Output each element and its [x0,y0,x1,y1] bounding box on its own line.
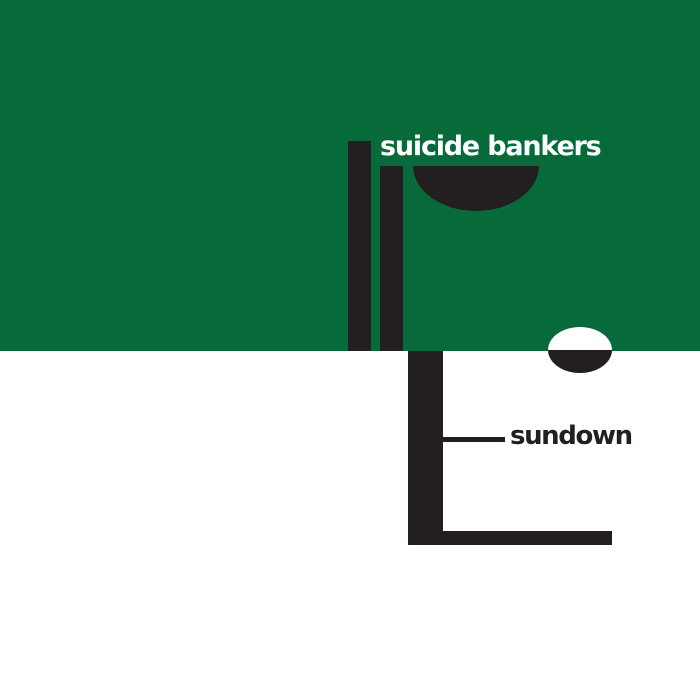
black-bar-left [348,141,371,351]
album-title: sundown [510,421,633,451]
half-filled-oval-shape [548,327,612,373]
connector-line [443,437,505,442]
artist-name: suicide bankers [380,131,602,162]
l-shape-vertical [408,351,443,545]
l-shape-horizontal [408,531,612,545]
black-bar-right [380,166,403,351]
